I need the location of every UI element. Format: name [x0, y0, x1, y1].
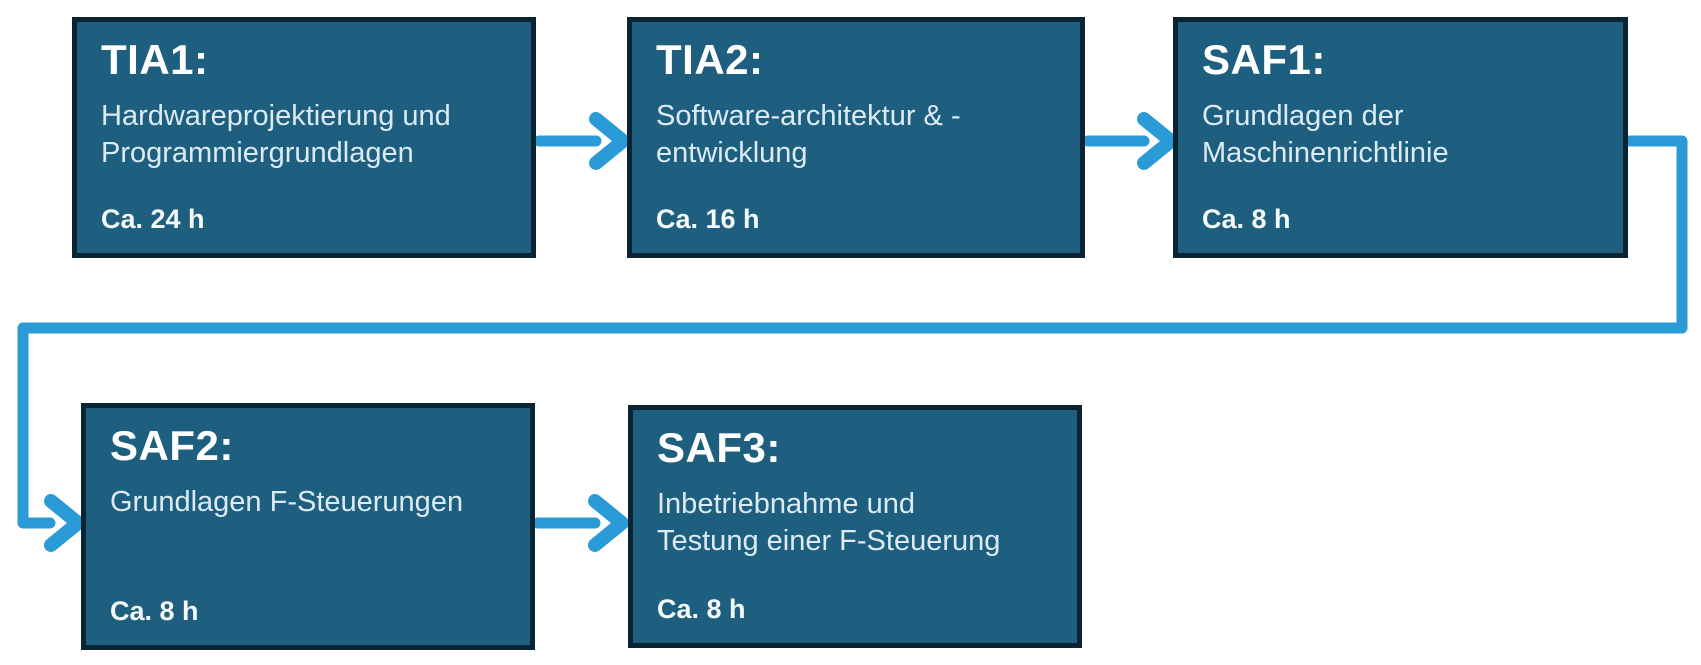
module-title: SAF3:: [657, 424, 781, 471]
module-title: TIA2:: [656, 36, 764, 83]
module-description: Grundlagen F-Steuerungen: [110, 486, 464, 519]
connector-saf1-saf2: [17, 135, 1688, 552]
module-title: SAF1:: [1202, 36, 1326, 83]
module-box-saf3: SAF3: Inbetriebnahme und Testung einer F…: [628, 405, 1082, 648]
module-duration: Ca. 24 h: [101, 204, 205, 234]
module-duration: Ca. 8 h: [657, 594, 746, 624]
module-title: TIA1:: [101, 36, 209, 83]
flow-arrow-tia2-saf1: [1082, 112, 1178, 170]
module-title: SAF2:: [110, 422, 234, 469]
module-description: Hardwareprojektierung und Programmiergru…: [101, 100, 451, 170]
module-duration: Ca. 8 h: [110, 596, 199, 626]
module-box-saf1: SAF1: Grundlagen der Maschinenrichtlinie…: [1173, 17, 1628, 258]
flow-arrow-tia1-tia2: [533, 112, 630, 170]
module-box-tia2: TIA2: Software-architektur & - entwicklu…: [627, 17, 1085, 258]
module-box-saf2: SAF2: Grundlagen F-Steuerungen Ca. 8 h: [81, 403, 535, 650]
module-description: Software-architektur & - entwicklung: [656, 100, 961, 170]
flow-arrow-saf2-saf3: [532, 494, 629, 552]
module-description: Grundlagen der Maschinenrichtlinie: [1202, 100, 1449, 170]
module-duration: Ca. 16 h: [656, 204, 760, 234]
module-description: Inbetriebnahme und Testung einer F-Steue…: [657, 488, 1001, 558]
module-box-tia1: TIA1: Hardwareprojektierung und Programm…: [72, 17, 536, 258]
module-duration: Ca. 8 h: [1202, 204, 1291, 234]
